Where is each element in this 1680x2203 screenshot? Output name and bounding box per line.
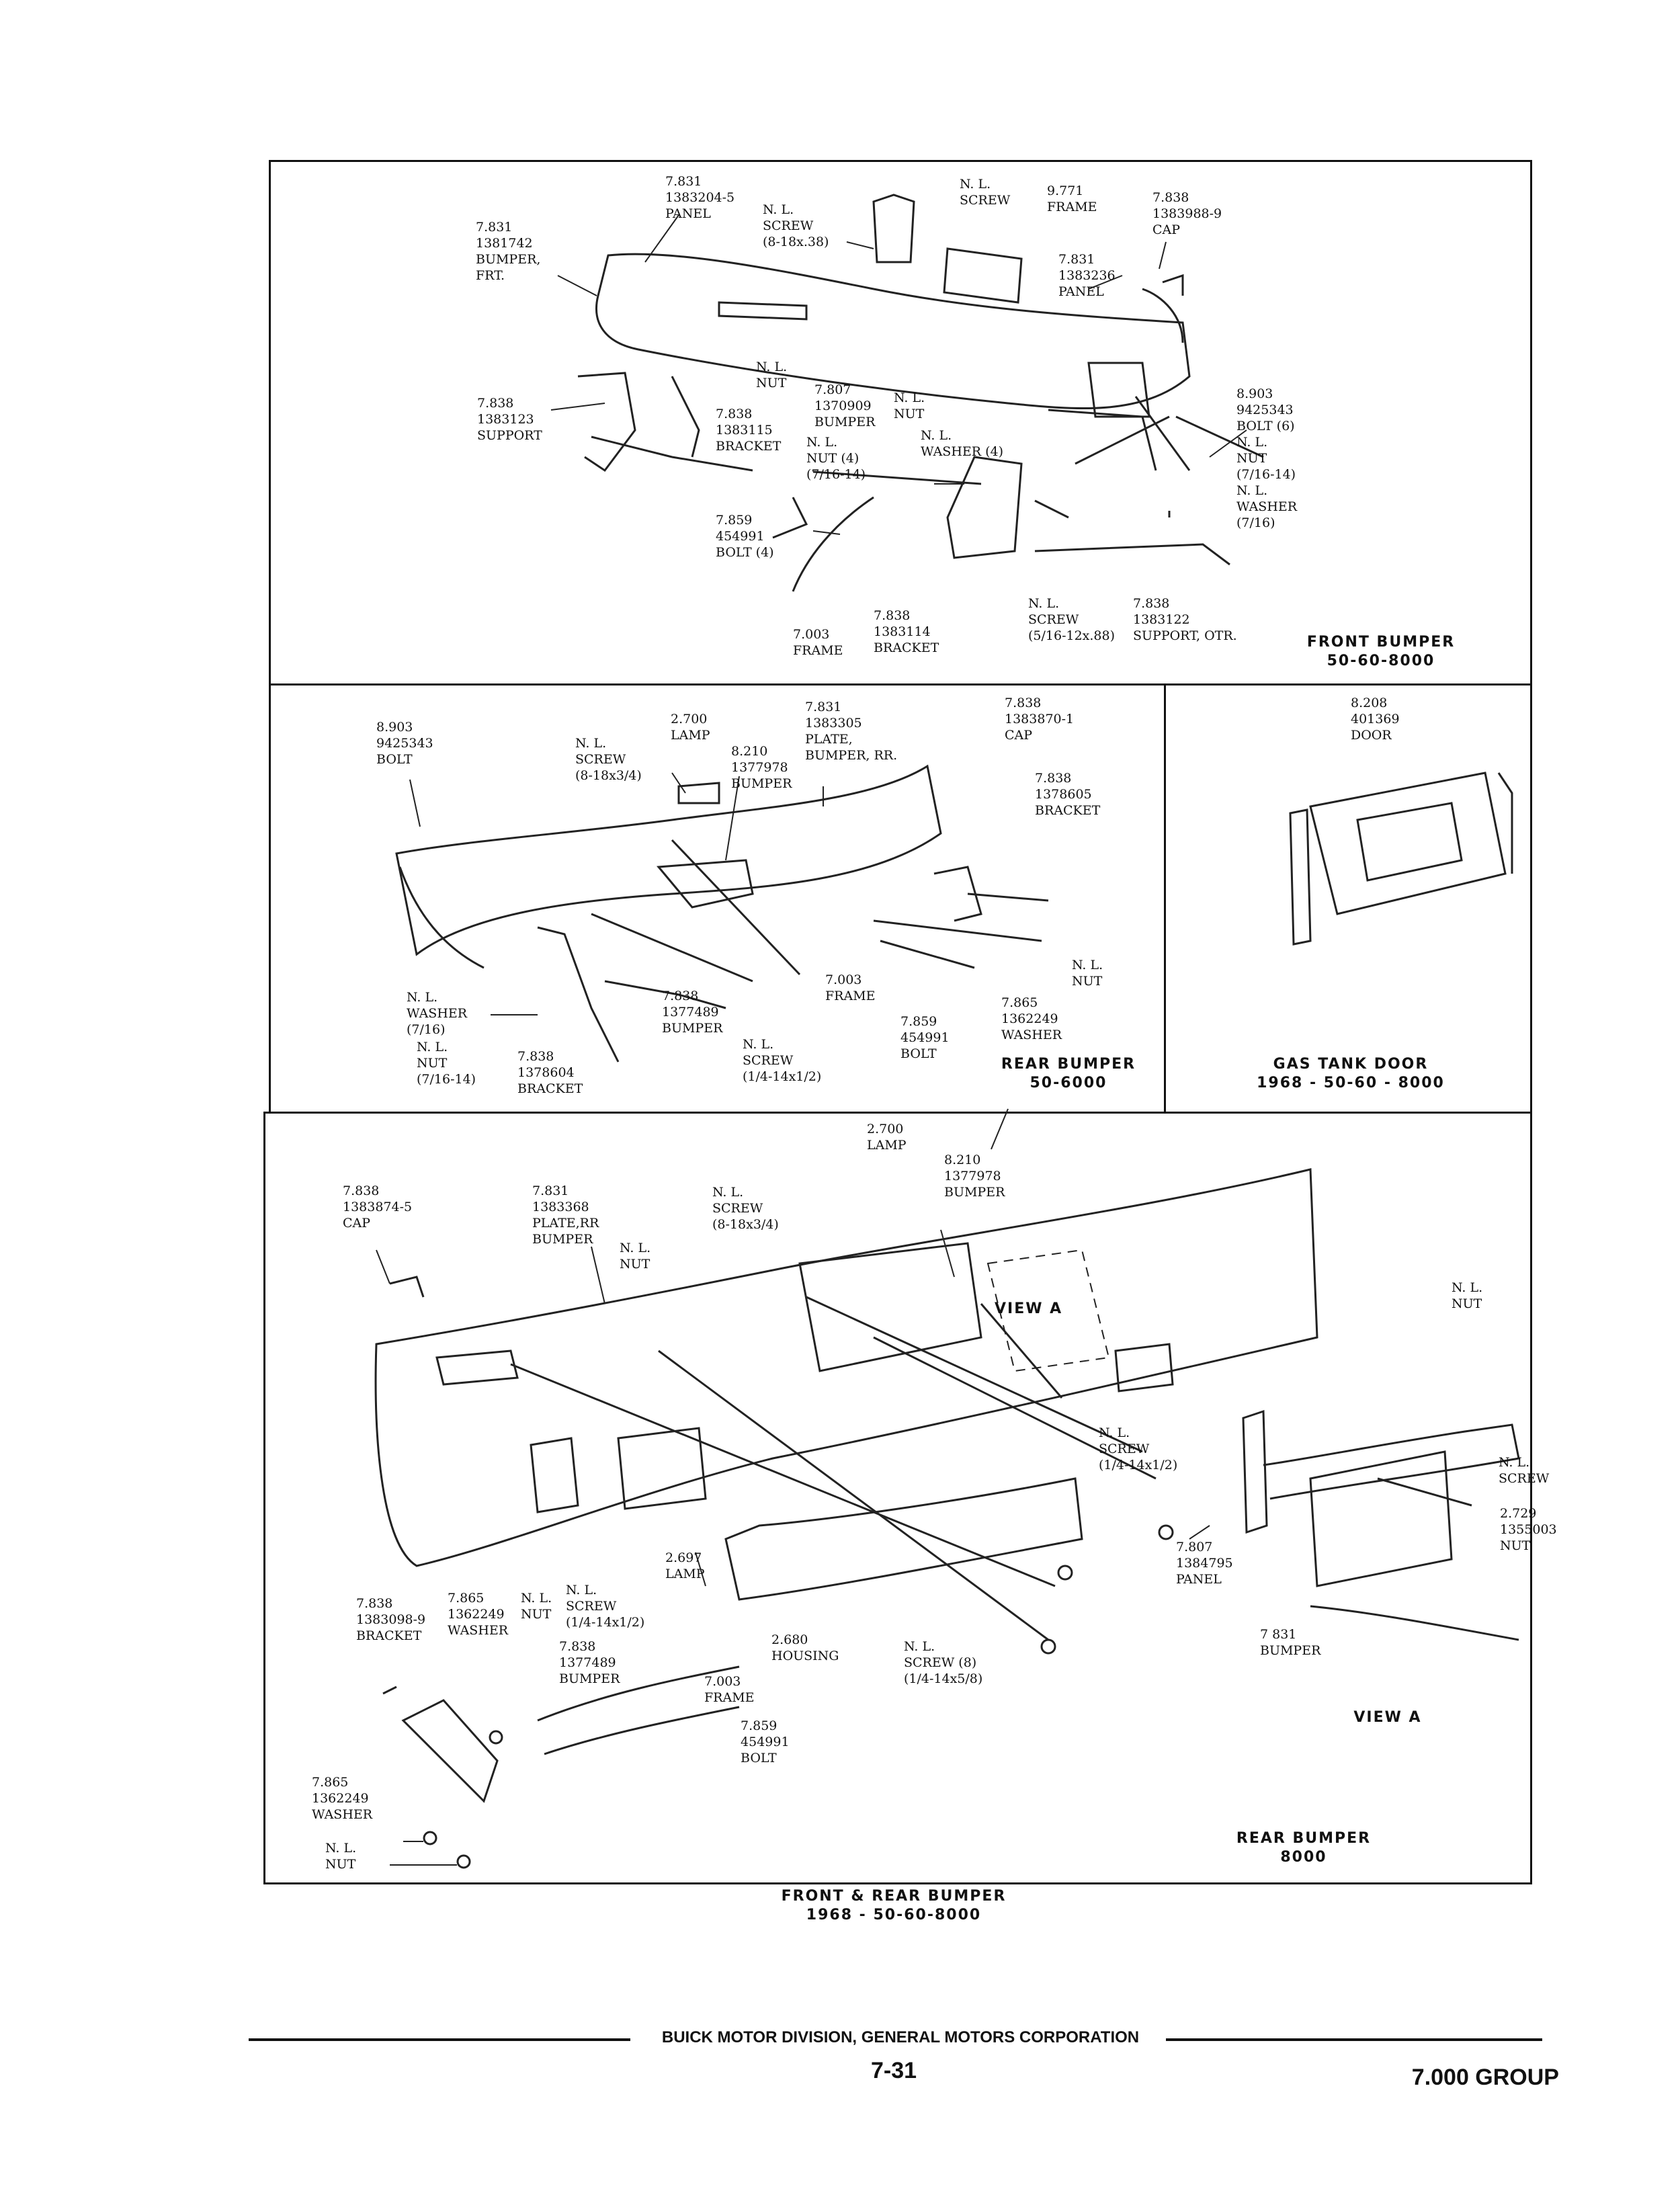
label-nut-bottom: N. L. NUT	[325, 1841, 357, 1872]
label-bumper-frt: 7.831 1381742 BUMPER, FRT.	[476, 220, 541, 283]
leader-lines	[376, 215, 1247, 1865]
label-screw-top: N. L. SCREW	[960, 177, 1011, 208]
label-washer-1362249-rear: 7.865 1362249 WASHER	[1001, 995, 1062, 1042]
label-nut-mid: N. L. NUT	[894, 390, 925, 421]
footer-division: BUICK MOTOR DIVISION, GENERAL MOTORS COR…	[661, 2028, 1140, 2046]
label-bumper-1377489-rear: 7.838 1377489 BUMPER	[662, 989, 723, 1036]
label-cap-1383870: 7.838 1383870-1 CAP	[1005, 696, 1075, 743]
rear-bumper-caption: REAR BUMPER 50-6000	[1001, 1056, 1136, 1091]
label-washer-7-16: N. L. WASHER (7/16)	[407, 990, 468, 1037]
front-bumper-drawing	[578, 195, 1263, 591]
label-lamp-2700-rear: 2.700 LAMP	[671, 712, 710, 743]
label-cap-1383874: 7.838 1383874-5 CAP	[343, 1183, 413, 1231]
label-screw-5-16: N. L. SCREW (5/16-12x.88)	[1028, 596, 1116, 643]
front-bumper-caption: FRONT BUMPER 50-60-8000	[1306, 634, 1456, 669]
footer-rule-left	[249, 2038, 630, 2041]
footer-page-number: 7-31	[870, 2058, 917, 2083]
label-bolt-9425343: 8.903 9425343 BOLT (6) N. L. NUT (7/16-1…	[1236, 386, 1298, 530]
footer-rule-right	[1166, 2038, 1542, 2041]
label-bracket-1383098: 7.838 1383098-9 BRACKET	[356, 1596, 426, 1643]
label-cap-1383988: 7.838 1383988-9 CAP	[1152, 190, 1222, 237]
rear-bumper-8000-drawing	[376, 1169, 1519, 1868]
label-frame-7003-8000: 7.003 FRAME	[704, 1674, 755, 1705]
label-screw-1-4-8000: N. L. SCREW (1/4-14x1/2)	[1099, 1425, 1178, 1472]
label-frame-7003-rear: 7.003 FRAME	[825, 972, 876, 1003]
gas-tank-door-drawing	[1290, 773, 1512, 944]
label-door-401369: 8.208 401369 DOOR	[1351, 696, 1400, 743]
label-washer-1362249-8000: 7.865 1362249 WASHER	[448, 1591, 509, 1638]
label-bumper-1370909: 7.807 1370909 BUMPER	[814, 382, 876, 429]
label-bracket-1378605: 7.838 1378605 BRACKET	[1035, 771, 1101, 818]
label-panel-1384795: 7.807 1384795 PANEL	[1176, 1540, 1233, 1587]
view-a-label: VIEW A	[1353, 1709, 1422, 1726]
label-plate-rr-bumper: 7.831 1383368 PLATE,RR BUMPER	[532, 1183, 599, 1247]
rear-bumper-8000-caption: REAR BUMPER 8000	[1236, 1830, 1372, 1866]
label-panel-1383204: 7.831 1383204-5 PANEL	[665, 174, 735, 221]
label-panel-1383236: 7.831 1383236 PANEL	[1058, 252, 1116, 299]
label-support-otr: 7.838 1383122 SUPPORT, OTR.	[1133, 596, 1237, 643]
label-bracket-1383115: 7.838 1383115 BRACKET	[716, 407, 782, 454]
rear-bumper-50-6000-drawing	[396, 766, 1048, 1062]
label-nut-8000-top: N. L. NUT	[620, 1241, 651, 1272]
view-a-inline-label: VIEW A	[995, 1300, 1063, 1317]
figure-caption: FRONT & REAR BUMPER 1968 - 50-60-8000	[781, 1888, 1007, 1923]
label-bumper-1377978-rear: 8.210 1377978 BUMPER	[731, 744, 792, 791]
label-bumper-7831-8000: 7 831 BUMPER	[1260, 1627, 1321, 1658]
label-nut-8000-right: N. L. NUT	[1452, 1280, 1483, 1311]
label-nut-8000-mid: N. L. NUT	[521, 1591, 552, 1622]
label-nut-rear-right: N. L. NUT	[1072, 958, 1103, 989]
label-bumper-1377978-8000: 8.210 1377978 BUMPER	[944, 1153, 1005, 1200]
label-screw-8-1-4-14: N. L. SCREW (8) (1/4-14x5/8)	[904, 1639, 983, 1686]
footer-group: 7.000 GROUP	[1411, 2065, 1559, 2090]
label-washer-1362249-bottom: 7.865 1362249 WASHER	[312, 1775, 373, 1822]
label-bolt-454991: 7.859 454991 BOLT (4)	[716, 513, 774, 560]
label-washer-4: N. L. WASHER (4)	[921, 428, 1004, 459]
label-bumper-1377489-8000: 7.838 1377489 BUMPER	[559, 1639, 620, 1686]
label-bolt-9425343-rear: 8.903 9425343 BOLT	[376, 720, 433, 767]
label-screw-8-18: N. L. SCREW (8-18x.38)	[763, 202, 829, 249]
label-housing-2680: 2.680 HOUSING	[771, 1632, 839, 1663]
label-screw-1-4-8000-b: N. L. SCREW (1/4-14x1/2)	[566, 1583, 645, 1630]
label-screw-8-18-8000: N. L. SCREW (8-18x3/4)	[712, 1185, 779, 1232]
label-lamp-2697: 2.697 LAMP	[665, 1550, 705, 1581]
label-lamp-2700-8000: 2.700 LAMP	[867, 1122, 907, 1153]
label-screw-1-4-rear: N. L. SCREW (1/4-14x1/2)	[743, 1037, 822, 1084]
label-frame-7003: 7.003 FRAME	[793, 627, 843, 658]
gas-tank-door-caption: GAS TANK DOOR 1968 - 50-60 - 8000	[1257, 1056, 1445, 1091]
label-nut-left: N. L. NUT	[756, 360, 788, 390]
label-support-1383123: 7.838 1383123 SUPPORT	[477, 396, 542, 443]
label-plate-bumper-rr: 7.831 1383305 PLATE, BUMPER, RR.	[805, 700, 898, 763]
rear-bumper-8000-panel	[263, 1112, 1532, 1884]
label-frame-9771: 9.771 FRAME	[1047, 183, 1097, 214]
label-nut-4: N. L. NUT (4) (7/16-14)	[806, 435, 866, 482]
label-nut-1355003: 2.729 1355003 NUT	[1500, 1506, 1557, 1553]
label-bolt-454991-rear: 7.859 454991 BOLT	[900, 1014, 950, 1061]
label-screw-8-18-rear: N. L. SCREW (8-18x3/4)	[575, 736, 642, 783]
label-screw-8000-right: N. L. SCREW	[1499, 1455, 1550, 1486]
label-bolt-454991-8000: 7.859 454991 BOLT	[741, 1718, 790, 1765]
label-nut-7-16-14: N. L. NUT (7/16-14)	[417, 1040, 476, 1087]
label-bracket-1378604: 7.838 1378604 BRACKET	[517, 1049, 583, 1096]
label-bracket-1383114: 7.838 1383114 BRACKET	[874, 608, 939, 655]
